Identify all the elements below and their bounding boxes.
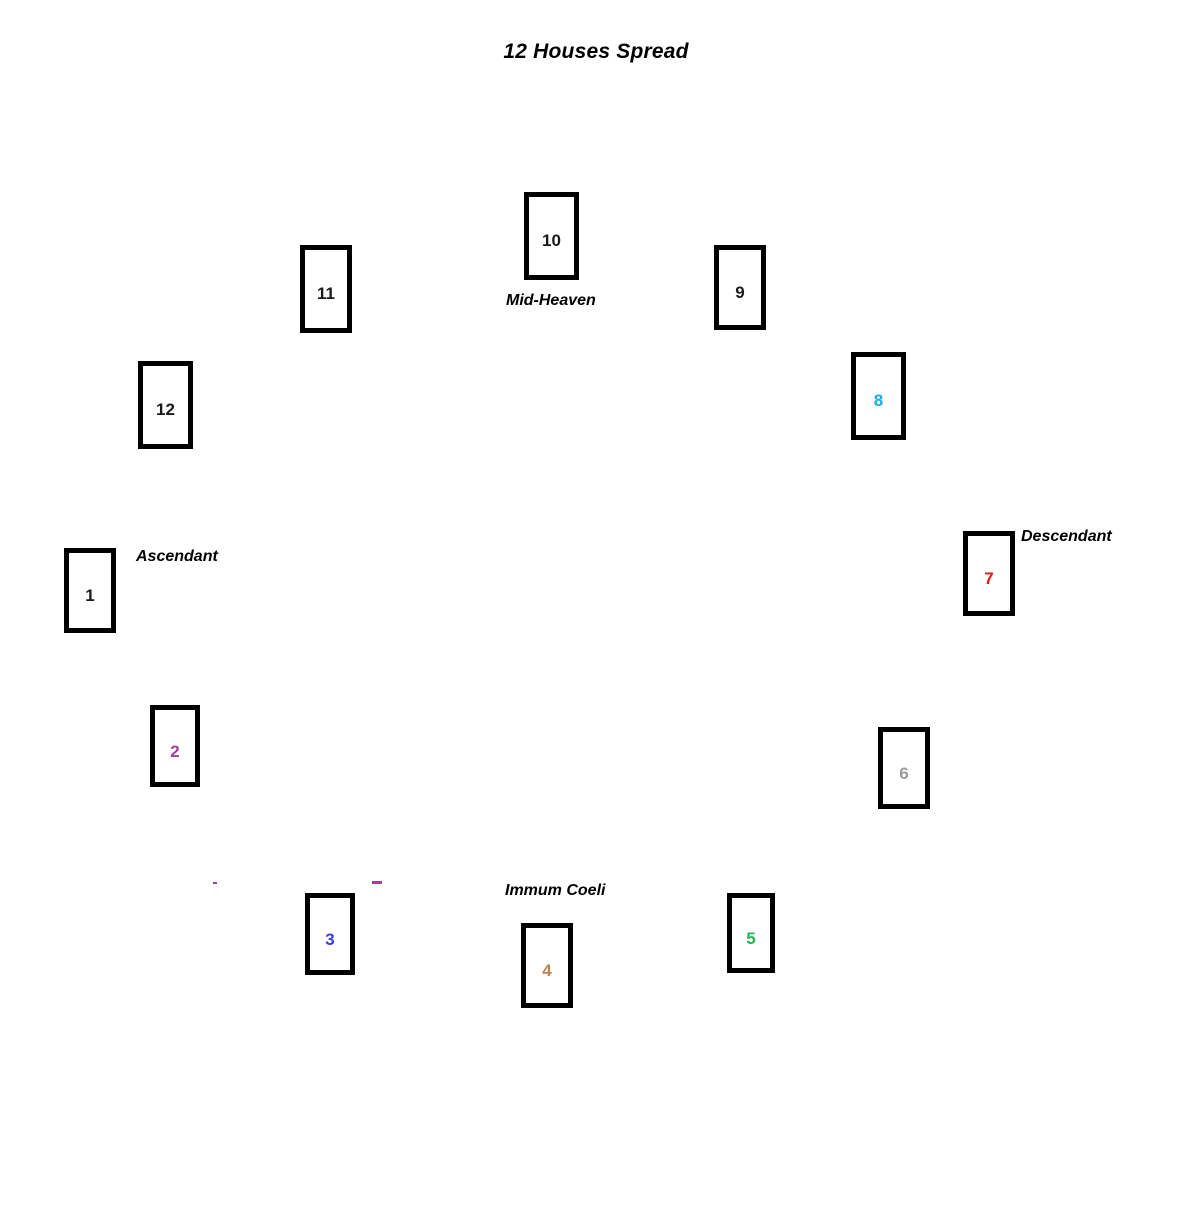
- house-card-4[interactable]: 4: [521, 923, 573, 1008]
- house-card-number: 9: [735, 283, 745, 302]
- house-card-number: 6: [899, 764, 909, 783]
- house-card-3[interactable]: 3: [305, 893, 355, 975]
- house-card-number: 7: [984, 569, 994, 588]
- house-card-number: 1: [85, 586, 95, 605]
- house-card-number: 4: [542, 961, 552, 980]
- house-card-number: 10: [542, 231, 561, 250]
- house-card-1[interactable]: 1: [64, 548, 116, 633]
- house-card-number: 3: [325, 930, 335, 949]
- house-card-number: 2: [170, 742, 180, 761]
- house-card-2[interactable]: 2: [150, 705, 200, 787]
- house-card-number: 11: [317, 284, 335, 303]
- house-card-10[interactable]: 10: [524, 192, 579, 280]
- faint-mark: [213, 882, 217, 884]
- house-card-8[interactable]: 8: [851, 352, 906, 440]
- axis-label-immum-coeli: Immum Coeli: [505, 882, 606, 899]
- house-card-6[interactable]: 6: [878, 727, 930, 809]
- house-card-11[interactable]: 11: [300, 245, 352, 333]
- house-card-12[interactable]: 12: [138, 361, 193, 449]
- house-card-number: 8: [873, 391, 884, 410]
- axis-label-mid-heaven: Mid-Heaven: [506, 292, 596, 309]
- faint-mark: [372, 881, 382, 884]
- house-card-5[interactable]: 5: [727, 893, 775, 973]
- house-card-9[interactable]: 9: [714, 245, 766, 330]
- house-card-number: 12: [156, 400, 175, 419]
- axis-label-ascendant: Ascendant: [136, 548, 218, 565]
- axis-label-descendant: Descendant: [1021, 528, 1112, 545]
- house-card-7[interactable]: 7: [963, 531, 1015, 616]
- page-title: 12 Houses Spread: [503, 40, 689, 63]
- house-card-number: 5: [746, 929, 756, 948]
